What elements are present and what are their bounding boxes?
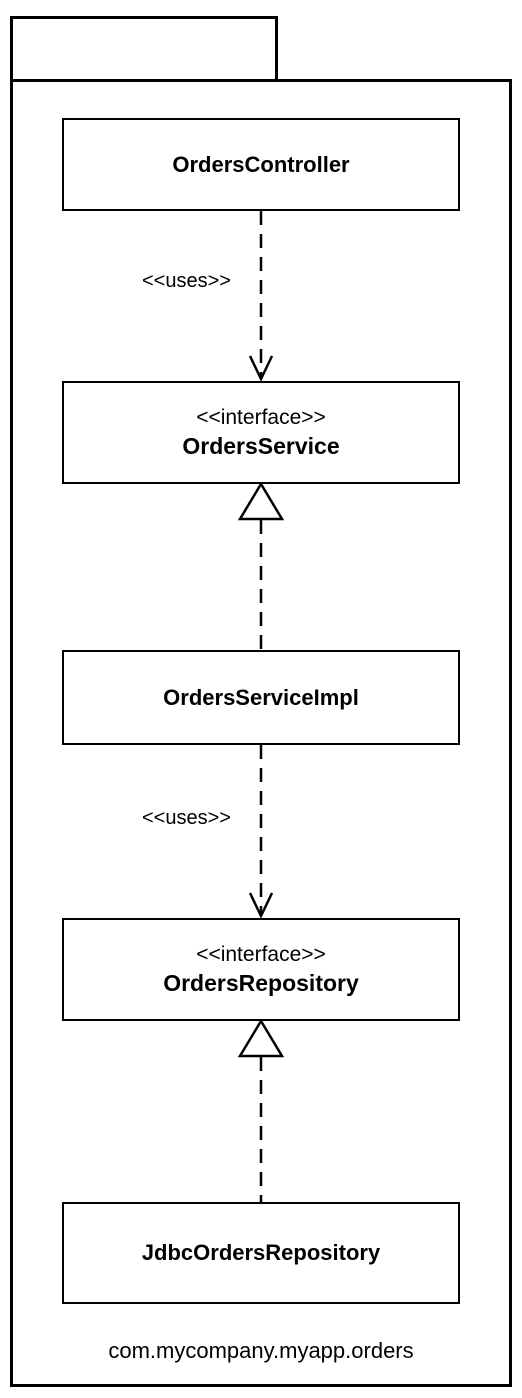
hollow-triangle-arrowhead-1: [237, 481, 285, 521]
class-orders-service-impl[interactable]: OrdersServiceImpl: [62, 650, 460, 745]
class-orders-repository[interactable]: <<interface>> OrdersRepository: [62, 918, 460, 1021]
class-orders-controller[interactable]: OrdersController: [62, 118, 460, 211]
class-name: OrdersService: [182, 432, 340, 459]
package-body: [10, 79, 512, 1387]
stereotype-label: <<interface>>: [196, 405, 326, 429]
hollow-triangle-arrowhead-2: [237, 1018, 285, 1058]
class-name: JdbcOrdersRepository: [141, 1240, 381, 1265]
stereotype-label: <<interface>>: [196, 942, 326, 966]
class-name: OrdersRepository: [163, 969, 359, 996]
uses-label-1: <<uses>>: [140, 270, 233, 293]
class-jdbc-orders-repository[interactable]: JdbcOrdersRepository: [62, 1202, 460, 1304]
class-name: OrdersController: [172, 151, 350, 177]
package-tab: [10, 16, 278, 82]
open-arrowhead-2: [248, 892, 274, 919]
package-name-label: com.mycompany.myapp.orders: [108, 1338, 414, 1363]
open-arrowhead-1: [248, 355, 274, 382]
class-name: OrdersServiceImpl: [163, 684, 359, 710]
uses-label-2: <<uses>>: [140, 807, 233, 830]
class-orders-service[interactable]: <<interface>> OrdersService: [62, 381, 460, 484]
